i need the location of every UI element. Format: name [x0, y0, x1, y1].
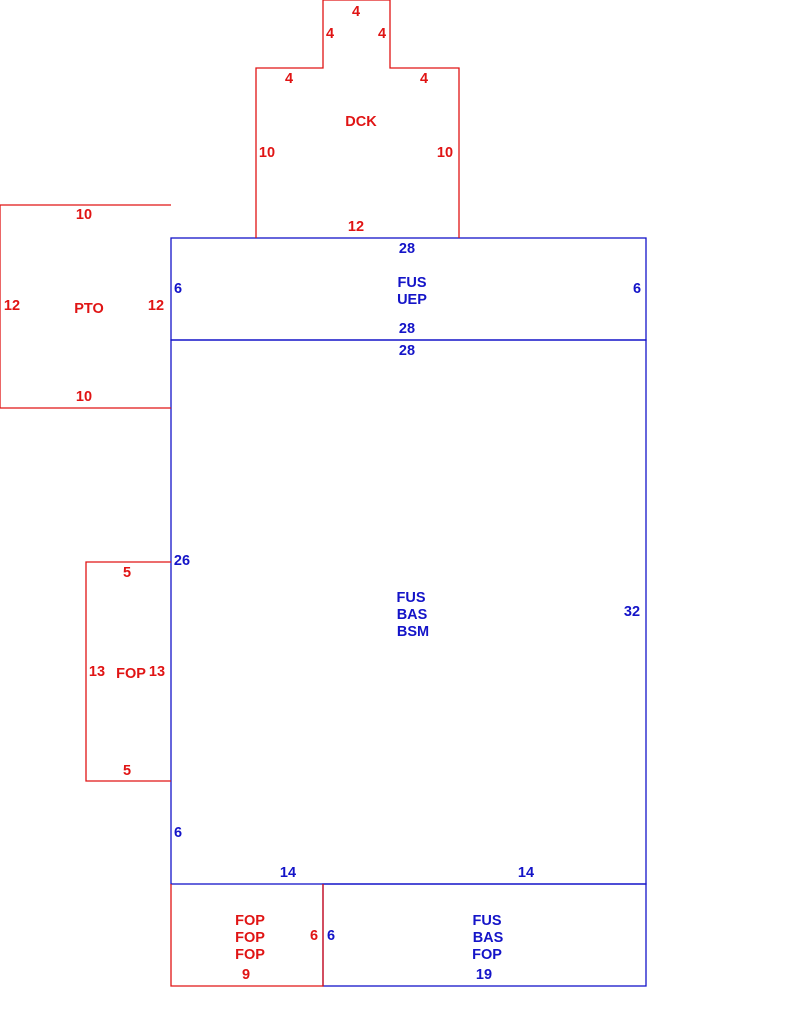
area-fop-bottom-left-code-1: FOP [235, 913, 265, 929]
area-fus-bas-bsm-code-2: BAS [397, 607, 428, 623]
area-dck-code: DCK [345, 114, 377, 130]
dim-bsm-left-upper: 26 [174, 553, 190, 569]
area-fop-bottom-left-outline [170, 884, 324, 987]
area-fop-bottom-left-code-3: FOP [235, 947, 265, 963]
area-fus-bas-fop-code-2: BAS [473, 930, 504, 946]
area-fop-side: FOP 5 13 13 5 [85, 561, 171, 782]
dim-fop-side-right: 13 [149, 664, 165, 680]
dim-uep-top: 28 [399, 241, 415, 257]
area-fus-bas-fop-code-1: FUS [473, 913, 502, 929]
area-fus-uep-code-1: FUS [398, 275, 427, 291]
dim-dck-neck-right: 4 [378, 26, 386, 42]
dim-bsm-top: 28 [399, 343, 415, 359]
dim-bsm-right: 32 [624, 604, 640, 620]
dim-bsm-left-lower: 6 [174, 825, 182, 841]
area-fus-bas-fop: FUS BAS FOP 6 19 [322, 883, 647, 987]
dim-dck-neck-left: 4 [326, 26, 334, 42]
area-fop-bottom-left: FOP FOP FOP 6 9 [170, 884, 324, 987]
dim-fop-side-left: 13 [89, 664, 105, 680]
dim-fop-side-bottom: 5 [123, 763, 131, 779]
area-fus-uep-code-2: UEP [397, 292, 427, 308]
area-fus-bas-bsm: FUS BAS BSM 28 26 32 6 14 14 [170, 339, 647, 885]
dim-uep-left: 6 [174, 281, 182, 297]
dim-dck-top: 4 [352, 4, 360, 20]
area-pto-code: PTO [74, 301, 104, 317]
dim-bsm-bottom-left: 14 [280, 865, 296, 881]
dim-bsm-bottom-right: 14 [518, 865, 534, 881]
area-fop-side-outline [85, 561, 171, 782]
dim-fop-side-top: 5 [123, 565, 131, 581]
dim-pto-right: 12 [148, 298, 164, 314]
area-fus-bas-bsm-code-1: FUS [397, 590, 426, 606]
area-fus-uep: FUS UEP 28 6 6 28 [170, 237, 647, 341]
dim-dck-right: 10 [437, 145, 453, 161]
dim-bas-fop-bottom: 19 [476, 967, 492, 983]
dim-dck-left: 10 [259, 145, 275, 161]
area-dck-outline [255, 0, 460, 238]
dim-dck-shoulder-right: 4 [420, 71, 428, 87]
area-fus-bas-bsm-code-3: BSM [397, 624, 429, 640]
dim-uep-right: 6 [633, 281, 641, 297]
area-fop-side-code: FOP [116, 666, 146, 682]
dim-fop-bottom-left-bottom: 9 [242, 967, 250, 983]
area-fop-bottom-left-code-2: FOP [235, 930, 265, 946]
dim-dck-bottom: 12 [348, 219, 364, 235]
area-dck: DCK 4 4 4 4 4 10 10 12 [255, 0, 460, 238]
dim-bas-fop-left: 6 [327, 928, 335, 944]
dim-uep-bottom: 28 [399, 321, 415, 337]
dim-pto-left: 12 [4, 298, 20, 314]
dim-pto-top: 10 [76, 207, 92, 223]
area-pto: PTO 10 12 12 10 [0, 204, 171, 409]
area-fus-bas-fop-code-3: FOP [472, 947, 502, 963]
dim-pto-bottom: 10 [76, 389, 92, 405]
dim-fop-bottom-left-right: 6 [310, 928, 318, 944]
dim-dck-shoulder-left: 4 [285, 71, 293, 87]
area-pto-outline [0, 204, 171, 409]
